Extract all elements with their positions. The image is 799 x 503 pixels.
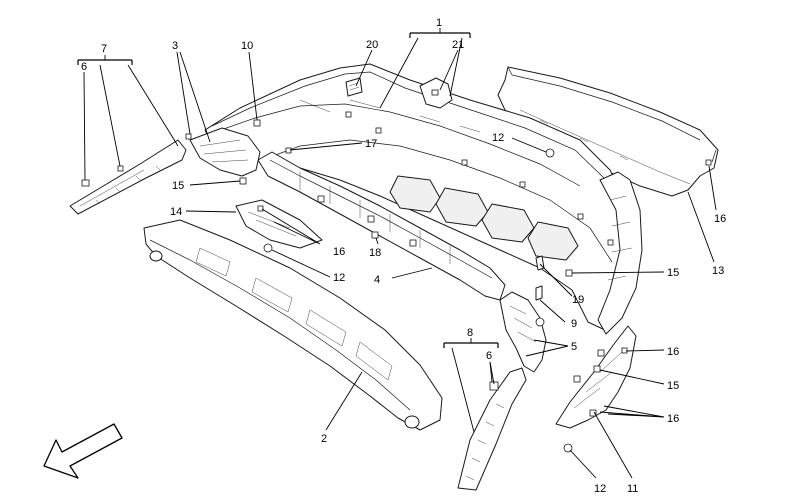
callout-14: 14 bbox=[170, 206, 182, 218]
part-9-screw bbox=[535, 285, 543, 301]
callout-5: 5 bbox=[571, 341, 577, 353]
leader-lines bbox=[77, 28, 717, 479]
callout-16-mid-right: 16 bbox=[667, 346, 679, 358]
part-1-bumper-cover bbox=[204, 63, 643, 335]
part-7-left-guide-strip bbox=[69, 139, 187, 215]
part-12-nut-b bbox=[263, 243, 273, 253]
callout-15-left: 15 bbox=[172, 180, 184, 192]
part-15-fastener-b bbox=[565, 269, 573, 277]
callout-18: 18 bbox=[369, 247, 381, 259]
callout-7: 7 bbox=[101, 43, 107, 55]
part-2-energy-absorber bbox=[143, 219, 443, 431]
callout-3: 3 bbox=[172, 40, 178, 52]
callout-17: 17 bbox=[365, 138, 377, 150]
part-16-clip-c bbox=[621, 347, 628, 354]
part-17-clip bbox=[285, 147, 292, 154]
part-7-clip bbox=[117, 165, 124, 172]
part-15-fastener-a bbox=[239, 177, 247, 185]
callout-21: 21 bbox=[452, 39, 464, 51]
callout-12-left: 12 bbox=[333, 272, 345, 284]
callout-13: 13 bbox=[712, 265, 724, 277]
callout-19: 19 bbox=[572, 294, 584, 306]
callout-16-left: 16 bbox=[333, 246, 345, 258]
callout-8: 8 bbox=[467, 327, 473, 339]
part-11-right-lower-trim bbox=[555, 325, 637, 429]
part-15-fastener-c bbox=[593, 365, 601, 373]
part-5-side-bracket bbox=[499, 291, 547, 373]
callout-20: 20 bbox=[366, 39, 378, 51]
part-6-clip-left bbox=[81, 179, 90, 187]
callout-labels: 1 2 3 4 5 6 6 7 8 9 10 11 12 12 12 13 14… bbox=[81, 17, 726, 495]
part-13-upper-cover-panel bbox=[497, 66, 719, 197]
part-19-screw bbox=[535, 255, 545, 271]
callout-4: 4 bbox=[374, 274, 380, 286]
callout-12-top: 12 bbox=[492, 132, 504, 144]
part-10-clip bbox=[253, 119, 261, 127]
callout-15-right: 15 bbox=[667, 267, 679, 279]
part-16-clip-b bbox=[705, 159, 712, 166]
callout-6-right: 6 bbox=[486, 350, 492, 362]
part-4-inner-beam bbox=[257, 151, 506, 301]
callout-16-lower-right: 16 bbox=[667, 413, 679, 425]
part-3-left-mount-bracket bbox=[185, 127, 261, 177]
callout-11: 11 bbox=[627, 483, 638, 495]
callout-10: 10 bbox=[241, 40, 253, 52]
bumper-cover-openings bbox=[389, 175, 579, 261]
front-direction-arrow-icon bbox=[43, 423, 123, 479]
callout-9: 9 bbox=[571, 318, 577, 330]
part-16-clip-a bbox=[257, 205, 264, 212]
part-21-top-bracket bbox=[419, 77, 453, 109]
part-18-clip bbox=[371, 231, 379, 239]
callout-12-bottom: 12 bbox=[594, 483, 606, 495]
callout-15-lower: 15 bbox=[667, 380, 679, 392]
part-12-nut-a bbox=[545, 148, 555, 158]
part-8-right-guide-strip bbox=[457, 367, 527, 491]
callout-6-left: 6 bbox=[81, 61, 87, 73]
callout-16-top-right: 16 bbox=[714, 213, 726, 225]
callout-2: 2 bbox=[321, 433, 327, 445]
callout-1: 1 bbox=[436, 17, 442, 29]
